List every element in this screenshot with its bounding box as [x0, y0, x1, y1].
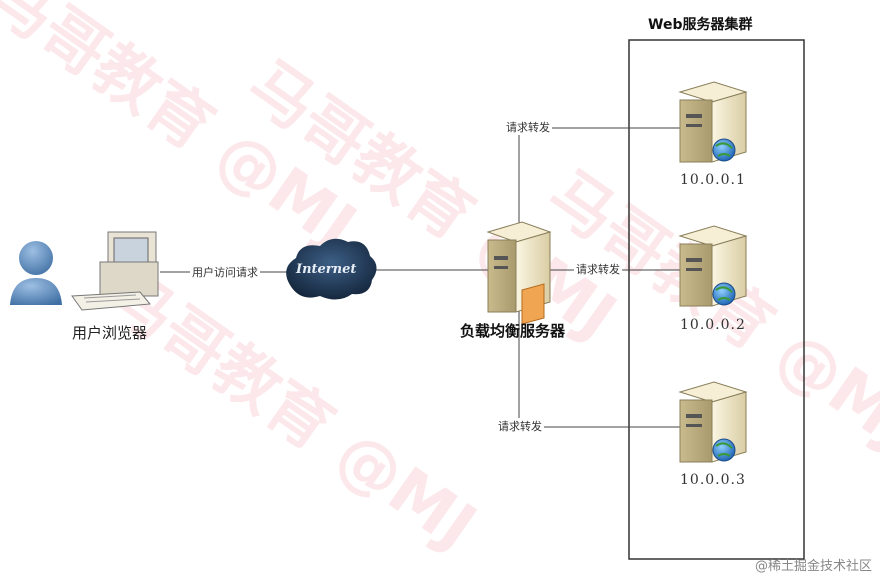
server-ip-3: 10.0.0.3 — [680, 472, 746, 488]
server-icon-1 — [680, 82, 746, 162]
cloud-label: Internet — [296, 262, 356, 277]
edge-label-forward-2: 请求转发 — [574, 261, 622, 277]
server-icon-3 — [680, 382, 746, 462]
computer-icon — [72, 232, 158, 310]
client-label: 用户浏览器 — [72, 322, 147, 343]
server-ip-2: 10.0.0.2 — [680, 317, 746, 333]
edge-label-user-request: 用户访问请求 — [190, 264, 260, 280]
cluster-title: Web服务器集群 — [648, 14, 752, 34]
server-icon-2 — [680, 226, 746, 306]
load-balancer-label: 负载均衡服务器 — [460, 320, 565, 341]
edge-label-forward-1: 请求转发 — [504, 119, 552, 135]
footer-credit: @稀土掘金技术社区 — [755, 555, 872, 574]
load-balancer-icon — [488, 222, 550, 324]
user-icon — [10, 241, 62, 305]
edge-label-forward-3: 请求转发 — [496, 418, 544, 434]
server-ip-1: 10.0.0.1 — [680, 172, 746, 188]
